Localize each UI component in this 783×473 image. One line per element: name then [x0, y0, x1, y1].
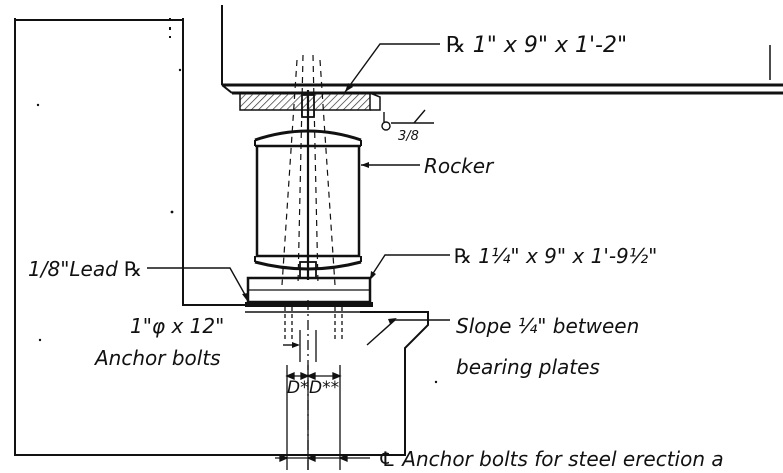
rocker: [254, 54, 362, 286]
bottom-plate-label: ℞ 1¼" x 9" x 1'-9½": [454, 244, 657, 268]
dimension-d2-label: D**: [309, 378, 339, 398]
leader-lines: [147, 43, 450, 348]
abutment-outline: [14, 18, 429, 456]
dimension-d1-label: D*: [287, 378, 309, 398]
anchor-bolts-label: Anchor bolts: [93, 346, 221, 370]
weld-size-label: 3/8: [398, 129, 419, 144]
stray-marks: [36, 68, 438, 384]
weld-symbol-icon: [381, 121, 391, 131]
anchor-bolt-size-label: 1"φ x 12": [130, 314, 224, 338]
top-bearing-plate: [239, 92, 381, 111]
lead-plate-label: 1/8"Lead ℞: [28, 257, 142, 281]
top-plate-label: ℞ 1" x 9" x 1'-2": [446, 33, 627, 58]
slope-label-line2: bearing plates: [456, 355, 600, 379]
bottom-bearing-plate: [245, 276, 373, 313]
slope-label-line1: Slope ¼" between: [456, 314, 639, 338]
lead-plate: [245, 302, 373, 307]
dimensions: [275, 365, 370, 470]
centerline-note: ℄ Anchor bolts for steel erection a: [378, 447, 724, 471]
rocker-label: Rocker: [424, 154, 495, 178]
